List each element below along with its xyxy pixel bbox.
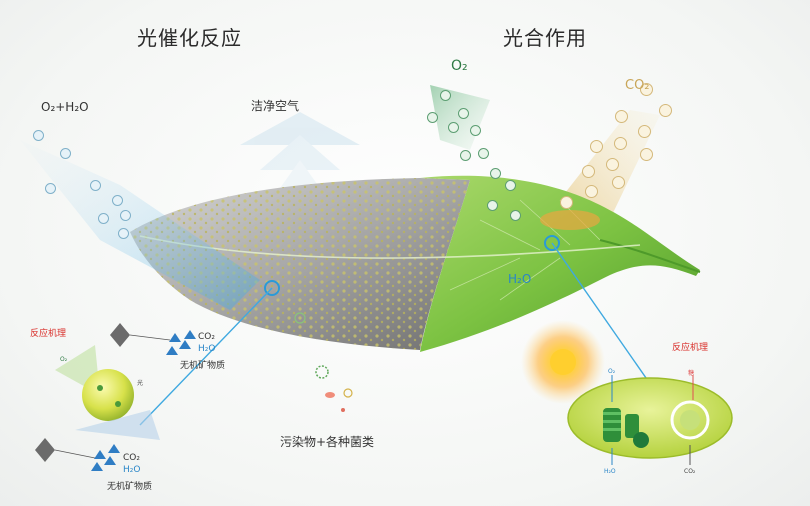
h2o-molecule: [45, 183, 56, 194]
co2-molecule: [659, 104, 672, 117]
o2-top-label: O₂: [451, 58, 468, 74]
h2o-molecule: [90, 180, 101, 191]
minerals-b-label: 无机矿物质: [107, 482, 153, 492]
co2-molecule: [560, 196, 573, 209]
pollutant-diamond-icon: [35, 438, 55, 462]
chloro-h2o-label: H₂O: [604, 468, 616, 475]
sun-icon: [521, 320, 605, 404]
co2-molecule: [640, 83, 653, 96]
h2o-molecule: [60, 148, 71, 159]
co2-molecule: [585, 185, 598, 198]
o2-molecule: [458, 108, 469, 119]
o2-molecule: [460, 150, 471, 161]
co2-molecule: [590, 140, 603, 153]
h2o-a-label: H₂O: [198, 344, 216, 354]
chloro-sugar-label: 糖: [688, 370, 695, 377]
title-photocatalysis: 光催化反应: [137, 26, 242, 50]
uv-beam: [20, 140, 260, 310]
h2o-molecule: [112, 195, 123, 206]
pollutants-label: 污染物+各种菌类: [280, 435, 375, 449]
co2-top-label: CO₂: [625, 78, 650, 93]
o2-molecule: [490, 168, 501, 179]
h2o-b-label: H₂O: [123, 465, 141, 475]
co2-molecule: [606, 158, 619, 171]
co2-molecule: [614, 137, 627, 150]
o2-small-label: O₂: [60, 356, 68, 363]
chloroplast-icon: [567, 375, 733, 465]
mineral-cluster-bottom: [91, 444, 120, 471]
o2-molecule: [440, 90, 451, 101]
co2-molecule: [612, 176, 625, 189]
chloro-co2-label: CO₂: [684, 468, 696, 475]
o2-molecule: [505, 180, 516, 191]
h2o-molecule: [98, 213, 109, 224]
co2-b-label: CO₂: [123, 453, 140, 463]
chloro-o2-label: O₂: [608, 368, 616, 375]
minerals-a-label: 无机矿物质: [180, 361, 226, 371]
pollutant-diamond-icon: [110, 323, 130, 347]
o2-h2o-label: O₂+H₂O: [41, 100, 89, 114]
co2-molecule: [638, 125, 651, 138]
title-photosynthesis: 光合作用: [503, 26, 587, 50]
h2o-molecule: [118, 228, 129, 239]
o2-molecule: [470, 125, 481, 136]
mechanism-left-label: 反应机理: [30, 329, 67, 339]
focus-right: [544, 235, 560, 251]
h2o-molecule: [120, 210, 131, 221]
focus-left: [264, 280, 280, 296]
h2o-leaf-label: H₂O: [508, 272, 532, 286]
co2-molecule: [640, 148, 653, 161]
o2-molecule: [448, 122, 459, 133]
mineral-cluster-top: [166, 330, 196, 355]
clean-air-label: 洁净空气: [251, 99, 300, 113]
o2-molecule: [427, 112, 438, 123]
mechanism-right-label: 反应机理: [672, 343, 709, 353]
co2-molecule: [615, 110, 628, 123]
light-label: 光: [137, 380, 144, 387]
o2-molecule: [487, 200, 498, 211]
co2-molecule: [582, 165, 595, 178]
o2-molecule: [478, 148, 489, 159]
bacteria-icon: [294, 312, 353, 412]
o2-molecule: [510, 210, 521, 221]
co2-a-label: CO₂: [198, 332, 215, 342]
catalyst-sphere-icon: [55, 345, 160, 440]
h2o-molecule: [33, 130, 44, 141]
